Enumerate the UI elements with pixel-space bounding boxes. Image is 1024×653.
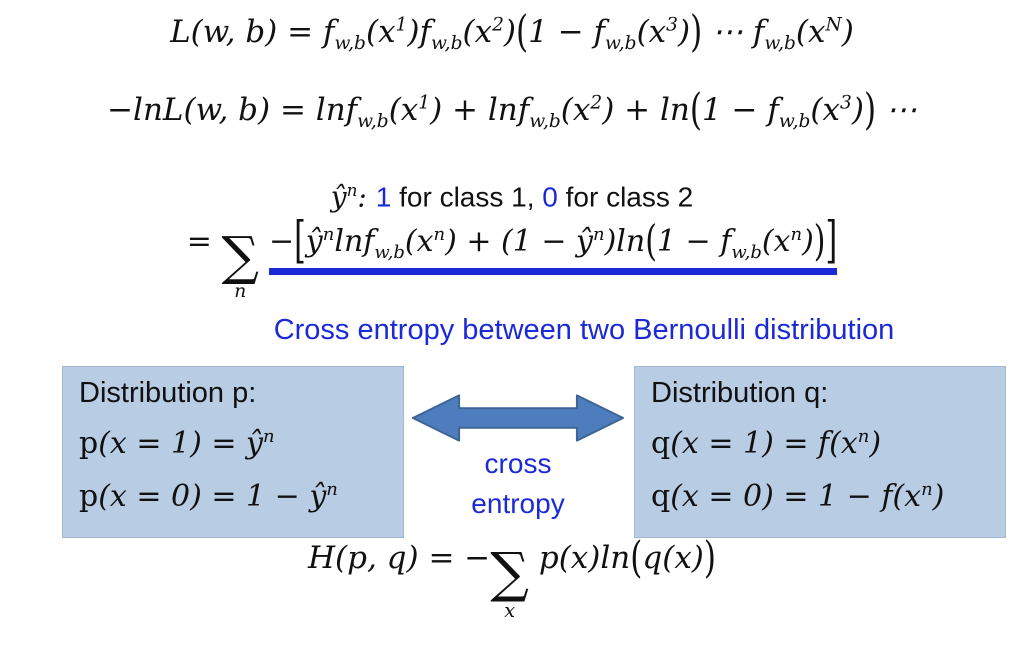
distribution-q-title: Distribution q: <box>651 377 829 409</box>
cross-entropy-underlined-term: −[ŷnlnfw,b(xn) + (1 − ŷn)ln(1 − fw,b(xn)… <box>268 213 838 275</box>
distribution-p-box: Distribution p: p(x = 1) = ŷn p(x = 0) =… <box>62 366 404 538</box>
distribution-q-box: Distribution q: q(x = 1) = f(xn) q(x = 0… <box>634 366 1006 538</box>
cross-entropy-definition-formula: H(p, q) = −∑x p(x)ln(q(x)) <box>308 532 716 622</box>
double-arrow-icon <box>411 394 625 442</box>
negative-log-likelihood-formula: −lnL(w, b) = lnfw,b(x1) + lnfw,b(x2) + l… <box>107 84 917 136</box>
cross-entropy-sum-formula: = ∑n−[ŷnlnfw,b(xn) + (1 − ŷn)ln(1 − fw,b… <box>0 213 1024 303</box>
arrow-label-line-1: cross <box>484 448 552 479</box>
likelihood-formula: L(w, b) = fw,b(x1)fw,b(x2)(1 − fw,b(x3))… <box>170 6 854 58</box>
cross-entropy-arrow-label: cross entropy <box>410 444 626 524</box>
distribution-q-line-2: q(x = 0) = 1 − f(xn) <box>651 479 945 514</box>
distribution-p-line-2: p(x = 0) = 1 − ŷn <box>79 479 338 514</box>
distribution-p-line-1: p(x = 1) = ŷn <box>79 426 275 461</box>
cross-entropy-caption: Cross entropy between two Bernoulli dist… <box>273 314 895 346</box>
distribution-p-title: Distribution p: <box>79 377 257 409</box>
distribution-q-line-1: q(x = 1) = f(xn) <box>651 426 882 461</box>
sum-prefix: = ∑n <box>186 224 259 303</box>
double-arrow-shape <box>411 394 625 442</box>
arrow-label-line-2: entropy <box>471 488 565 519</box>
class-label-definition: ŷn: 1 for class 1, 0 for class 2 <box>330 180 694 214</box>
